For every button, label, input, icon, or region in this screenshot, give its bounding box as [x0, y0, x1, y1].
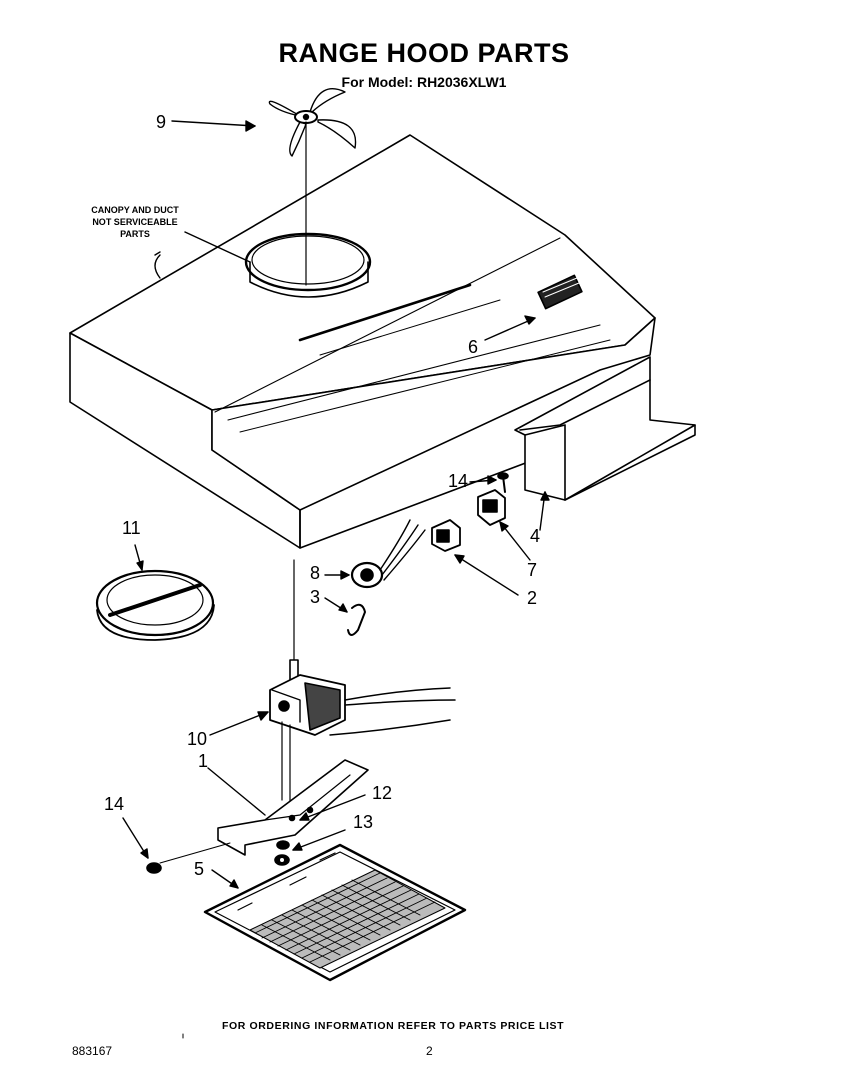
leader-lines — [122, 120, 550, 889]
callout-13: 13 — [353, 812, 374, 832]
callout-1: 1 — [198, 751, 209, 771]
canopy-note: CANOPY AND DUCT NOT SERVICEABLE PARTS — [80, 204, 190, 240]
callout-9: 9 — [156, 112, 167, 132]
callout-14-top: 14 — [448, 471, 469, 491]
fan-motor — [269, 559, 456, 816]
callout-11: 11 — [122, 518, 141, 538]
callout-5: 5 — [194, 859, 205, 879]
switches — [431, 489, 506, 552]
model-subtitle: For Model: RH2036XLW1 — [341, 74, 507, 90]
canopy-note-line3: PARTS — [120, 229, 150, 239]
motor-bracket — [217, 759, 369, 856]
callout-14-bottom: 14 — [104, 794, 125, 814]
page-number: 2 — [426, 1044, 433, 1058]
callout-4: 4 — [530, 526, 541, 546]
callout-7: 7 — [527, 560, 538, 580]
callout-12: 12 — [372, 783, 393, 803]
ordering-info: FOR ORDERING INFORMATION REFER TO PARTS … — [222, 1020, 565, 1032]
canopy-note-line1: CANOPY AND DUCT — [91, 205, 179, 215]
washer-nut — [274, 840, 290, 866]
callout-8: 8 — [310, 563, 321, 583]
callout-2: 2 — [527, 588, 538, 608]
screw-bottom — [146, 842, 231, 874]
callout-10: 10 — [187, 729, 208, 749]
filter-ring — [95, 569, 215, 641]
canopy — [69, 134, 656, 549]
screw-top — [497, 472, 509, 493]
callout-3: 3 — [310, 587, 321, 607]
clip — [347, 603, 366, 636]
callout-6: 6 — [468, 337, 479, 357]
light-bracket — [514, 356, 696, 501]
fan-blade — [268, 88, 357, 286]
grease-filter — [203, 843, 467, 982]
document-number: 883167 — [72, 1044, 113, 1058]
page-title: RANGE HOOD PARTS — [278, 38, 570, 68]
lamp-socket — [350, 519, 426, 589]
canopy-note-line2: NOT SERVICEABLE — [92, 217, 178, 227]
